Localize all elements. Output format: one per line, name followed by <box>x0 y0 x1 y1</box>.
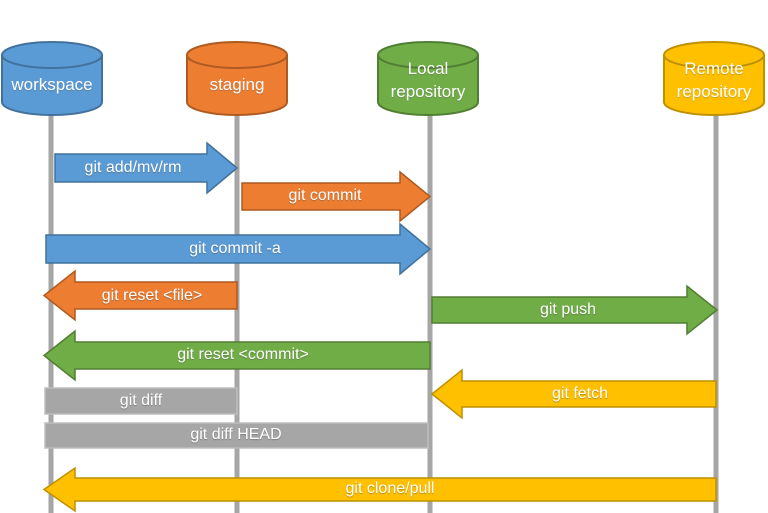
arrow-git-reset-commit <box>42 329 431 382</box>
node-staging <box>186 41 288 116</box>
arrow-git-push <box>431 284 719 336</box>
node-local-repository <box>377 41 479 116</box>
rect-git-diff-head <box>44 422 429 449</box>
arrow-git-reset-file <box>42 269 238 322</box>
arrow-git-fetch <box>430 368 717 420</box>
arrow-git-add-mv-rm <box>54 141 239 195</box>
node-workspace <box>1 41 103 116</box>
node-remote-repository <box>663 41 765 116</box>
arrow-git-commit-a <box>45 222 432 276</box>
rect-git-diff <box>44 387 238 415</box>
arrow-git-clone-pull <box>42 466 717 513</box>
arrow-git-commit <box>241 170 432 223</box>
